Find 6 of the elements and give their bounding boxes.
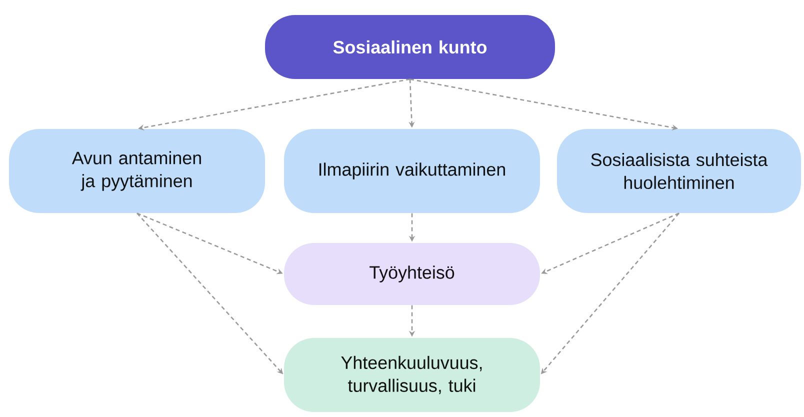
- rounded-box: Ilmapiirin vaikuttaminen: [284, 129, 540, 213]
- rounded-box: Avun antaminen ja pyytäminen: [9, 129, 265, 213]
- rounded-box: Sosiaalisista suhteista huolehtiminen: [557, 129, 801, 213]
- rounded-box: Sosiaalinen kunto: [265, 15, 555, 79]
- rounded-box: Yhteenkuuluvuus, turvallisuus, tuki: [284, 338, 540, 412]
- rounded-box: Työyhteisö: [284, 243, 540, 305]
